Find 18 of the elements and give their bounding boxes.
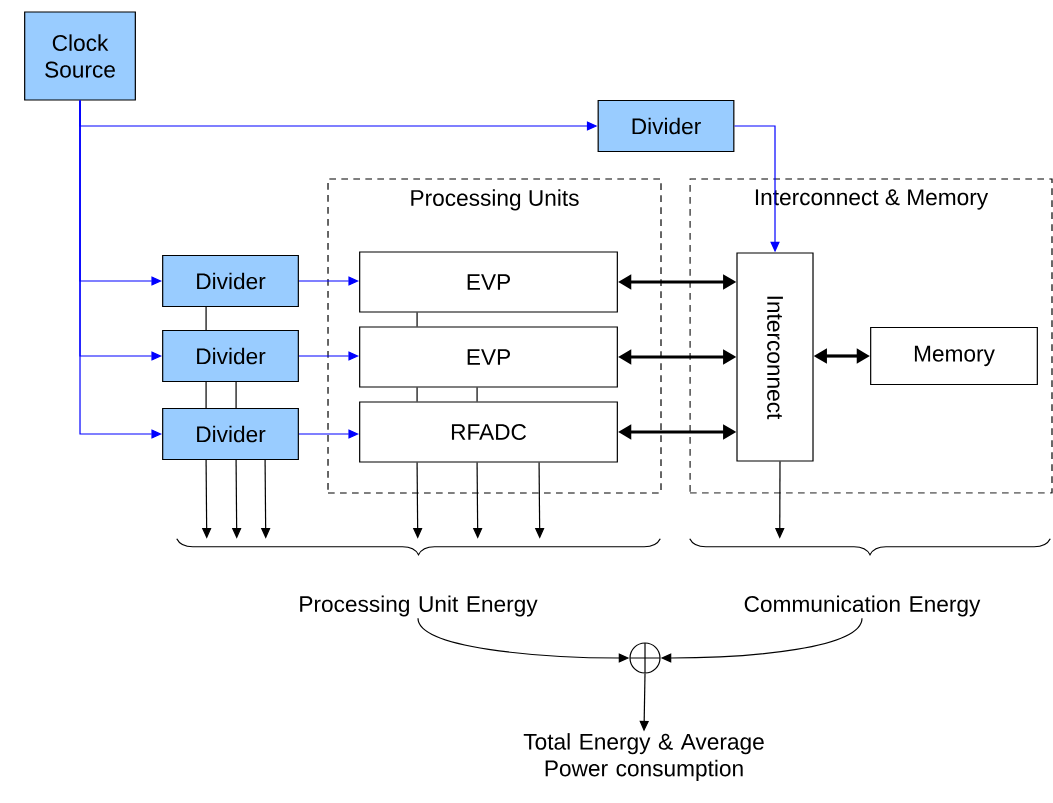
brace bbox=[689, 538, 1051, 556]
text-label: Total Energy & Average Power consumption bbox=[523, 733, 764, 781]
text-label: Communication Energy bbox=[744, 595, 981, 617]
block-box: Memory bbox=[870, 326, 1038, 386]
connector-line bbox=[416, 312, 418, 327]
connector-line bbox=[235, 381, 237, 409]
block-box: RFADC bbox=[359, 401, 618, 463]
block-box: EVP bbox=[359, 326, 618, 388]
summing-junction bbox=[629, 642, 661, 674]
connector-line bbox=[476, 387, 478, 402]
clock-box: Clock Source bbox=[24, 11, 136, 101]
connector-line bbox=[416, 387, 418, 402]
brace bbox=[176, 538, 661, 556]
interconnect-box: Interconnect bbox=[736, 252, 814, 462]
text-label: Processing Unit Energy bbox=[300, 595, 538, 617]
connector-line bbox=[205, 381, 207, 409]
connector-line bbox=[205, 306, 207, 331]
block-box: EVP bbox=[359, 251, 618, 313]
